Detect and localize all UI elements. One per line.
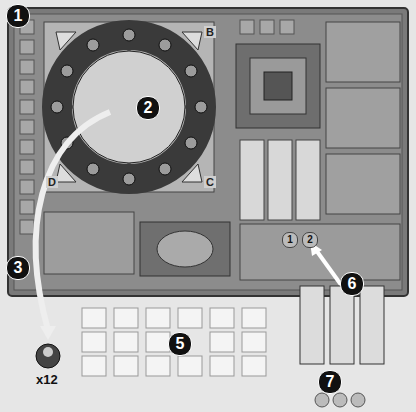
callout-number: 5: [168, 332, 192, 356]
sector-letter: B: [204, 26, 216, 38]
track-number: 1: [282, 232, 298, 248]
count-label: x12: [36, 372, 58, 387]
sector-letter: C: [204, 176, 216, 188]
sector-letter: D: [46, 176, 58, 188]
callout-number: 1: [6, 4, 30, 28]
callout-number: 3: [6, 256, 30, 280]
callout-number: 6: [340, 272, 364, 296]
callout-number: 7: [318, 370, 342, 394]
callout-number: 2: [136, 96, 160, 120]
track-number: 2: [302, 232, 318, 248]
